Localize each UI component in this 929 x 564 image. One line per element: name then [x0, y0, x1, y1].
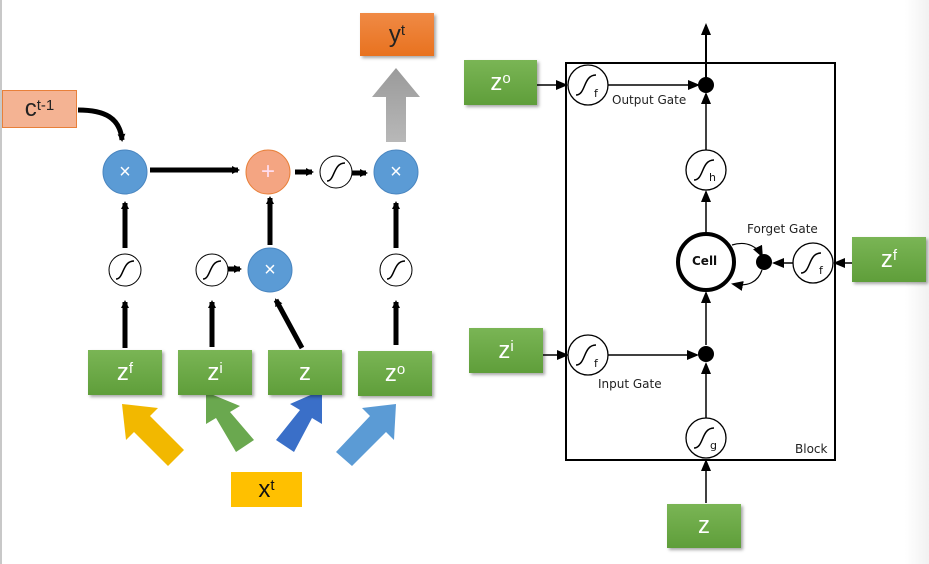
output-multiply-node — [373, 149, 419, 195]
x-base: x — [258, 475, 271, 503]
add-node — [245, 149, 291, 195]
forget-multiply-dot — [756, 254, 772, 270]
output-multiply-dot — [698, 77, 714, 93]
output-base: y — [388, 20, 401, 48]
right-zi-sup: i — [510, 338, 514, 355]
right-edge-fade — [905, 0, 929, 564]
right-zf-sup: f — [892, 247, 898, 264]
input-gate-label: Input Gate — [598, 377, 662, 391]
forget-gate-label: Forget Gate — [747, 222, 818, 236]
activation-icon-g — [685, 417, 727, 459]
arrow-cell-to-forget — [731, 242, 763, 258]
cell-node — [676, 232, 736, 292]
arrow-x-to-z — [276, 390, 322, 452]
arrow-forget-to-cell — [731, 269, 763, 291]
right-zo-base: z — [490, 68, 503, 96]
arrow-prev-cell — [77, 107, 126, 142]
forget-multiply-node — [102, 149, 148, 195]
left-border — [0, 0, 2, 564]
input-multiply-dot — [698, 346, 714, 362]
sigmoid-icon-tanh — [319, 155, 353, 189]
zf-sup: f — [128, 360, 134, 377]
g-subscript: g — [710, 439, 717, 452]
activation-icon-h — [685, 149, 727, 191]
z-base: z — [299, 358, 311, 386]
sigmoid-icon-output — [379, 253, 413, 287]
x-sup: t — [270, 477, 275, 494]
zo-base: z — [384, 359, 397, 387]
sigmoid-icon-forget — [108, 253, 142, 287]
prev-cell-sup: t-1 — [36, 96, 55, 114]
block-label: Block — [795, 442, 828, 456]
add-symbol: + — [260, 158, 275, 185]
output-gate-subscript: f — [594, 87, 598, 100]
cell-label: Cell — [692, 254, 718, 268]
right-input-z-box: z — [667, 504, 741, 548]
arrow-x-to-zo — [336, 404, 396, 466]
multiply-symbol-output: × — [390, 160, 402, 183]
zf-base: z — [116, 358, 129, 386]
zi-sup: i — [219, 360, 223, 377]
arrow-x-to-zf — [122, 404, 184, 466]
output-gate-label: Output Gate — [612, 93, 687, 107]
arrow-z-up — [273, 298, 305, 350]
right-zf-base: z — [880, 245, 893, 273]
zi-base: z — [207, 358, 220, 386]
input-gate-subscript: f — [594, 357, 598, 370]
multiply-symbol-forget: × — [119, 160, 131, 183]
activation-icon-input-gate — [567, 334, 609, 376]
activation-icon-forget-gate — [792, 242, 834, 284]
h-subscript: h — [709, 171, 716, 184]
right-zo-sup: o — [502, 70, 511, 87]
right-z-base: z — [698, 512, 710, 539]
input-z-box: z — [268, 350, 342, 395]
forget-gate-subscript: f — [819, 264, 823, 277]
zo-sup: o — [396, 361, 406, 378]
multiply-symbol-input: × — [264, 258, 276, 281]
sigmoid-icon-input — [195, 253, 229, 287]
prev-cell-base: c — [24, 95, 37, 122]
activation-icon-output-gate — [567, 64, 609, 106]
output-sup: t — [400, 22, 406, 39]
arrow-x-to-zi — [206, 392, 254, 452]
input-multiply-node — [247, 247, 293, 293]
right-zi-base: z — [498, 336, 511, 364]
output-gray-arrow — [372, 68, 420, 142]
